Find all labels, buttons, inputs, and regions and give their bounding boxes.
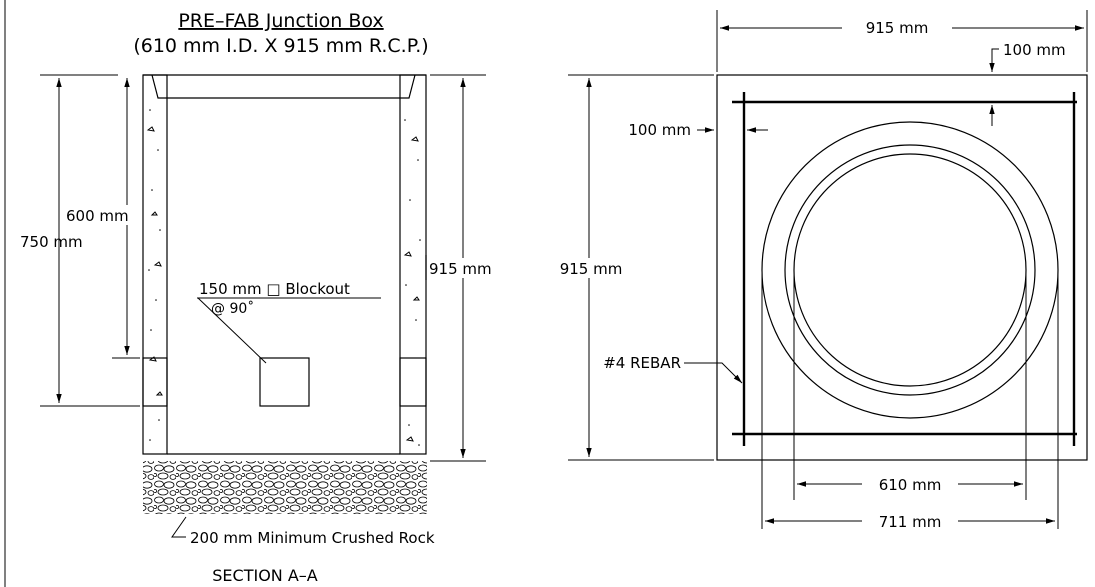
dim-915-label: 915 mm [429,260,492,278]
pipe-outer-circle [761,121,1059,419]
pipe-middle-circle [784,144,1036,396]
dim-600-label: 600 mm [66,207,129,225]
dim-100-top-label: 100 mm [1003,41,1066,59]
section-title-line2: (610 mm I.D. X 915 mm R.C.P.) [133,35,428,57]
section-label: SECTION A–A [212,566,318,585]
dim-915h-mask [553,258,629,278]
dim-610-label: 610 mm [879,476,942,494]
blockout-label: 150 mm □ Blockout [199,280,350,298]
right-wall [399,74,427,455]
rebar-label: #4 REBAR [603,354,681,372]
concrete-stipple [148,109,421,446]
dim-750-label: 750 mm [20,233,83,251]
pipe-inner-circle [793,153,1027,387]
dim-915w-label: 915 mm [866,19,929,37]
rock-leader [171,516,187,538]
blockout-angle: @ 90˚ [211,300,254,317]
dim-100-side-label: 100 mm [628,121,691,139]
plan-view: 915 mm 100 mm 100 mm 915 mm #4 REBAR 610… [553,10,1088,531]
dim-915-mask [428,258,500,278]
rock-label: 200 mm Minimum Crushed Rock [190,529,435,547]
lid-lip [151,74,416,99]
blockout-left [142,357,168,407]
dim-915h-label: 915 mm [560,260,623,278]
section-view: PRE–FAB Junction Box (610 mm I.D. X 915 … [20,10,500,585]
dim-600-mask [64,205,144,225]
blockout-right [399,357,427,407]
crushed-rock-base [143,461,427,514]
rebar-leader [684,362,743,384]
blockout-leader [197,297,267,364]
dim-100-top-leader [989,48,999,72]
concrete-aggregate [146,126,420,442]
section-title-line1: PRE–FAB Junction Box [178,10,383,32]
dim-711-label: 711 mm [879,513,942,531]
plan-outline [716,74,1088,461]
blockout-center [259,357,310,407]
